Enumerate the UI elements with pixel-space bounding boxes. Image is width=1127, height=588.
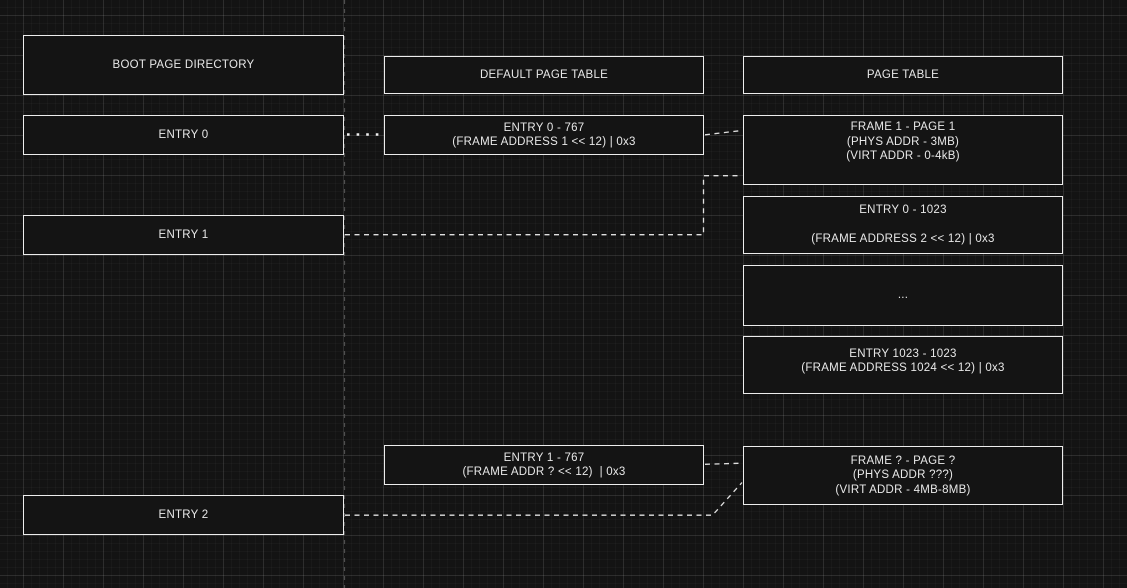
node-label: (FRAME ADDRESS 1 << 12) | 0x3 [452,136,636,148]
node-label: (VIRT ADDR - 0-4kB) [846,150,960,163]
node-directory-entry-2[interactable]: ENTRY 2 [23,495,344,535]
node-label: ENTRY 1023 - 1023 [849,347,957,360]
node-default-pt-entry-1-767[interactable]: ENTRY 1 - 767 (FRAME ADDR ? << 12) | 0x3 [384,445,704,485]
node-label: (VIRT ADDR - 4MB-8MB) [835,483,971,496]
node-directory-entry-1[interactable]: ENTRY 1 [23,215,344,255]
node-label: ENTRY 1 [158,228,209,241]
node-label: (FRAME ADDRESS 1024 << 12) | 0x3 [801,362,1005,374]
node-label: ENTRY 0 - 1023 [859,204,947,217]
node-label: ENTRY 0 - 767 [503,121,585,134]
node-label: (PHYS ADDR - 3MB) [846,135,960,148]
node-label: ENTRY 0 [158,128,209,141]
node-label: DEFAULT PAGE TABLE [479,68,609,81]
node-label: (FRAME ADDR ? << 12) | 0x3 [462,466,626,478]
node-page-table[interactable]: PAGE TABLE [743,56,1063,94]
node-pt-entry-0-1023[interactable]: ENTRY 0 - 1023 (FRAME ADDRESS 2 << 12) |… [743,196,1063,254]
node-label: FRAME 1 - PAGE 1 [850,121,956,134]
node-label: PAGE TABLE [866,68,940,81]
node-label: BOOT PAGE DIRECTORY [112,58,255,71]
node-label: FRAME ? - PAGE ? [850,454,956,467]
node-boot-page-directory[interactable]: BOOT PAGE DIRECTORY [23,35,344,95]
node-default-page-table[interactable]: DEFAULT PAGE TABLE [384,56,704,94]
node-default-pt-entry-0-767[interactable]: ENTRY 0 - 767 (FRAME ADDRESS 1 << 12) | … [384,115,704,155]
node-frame-1-page-1[interactable]: FRAME 1 - PAGE 1 (PHYS ADDR - 3MB) (VIRT… [743,115,1063,185]
node-label: ENTRY 2 [158,508,209,521]
node-frame-q-page-q[interactable]: FRAME ? - PAGE ? (PHYS ADDR ???) (VIRT A… [743,446,1063,505]
node-label: (FRAME ADDRESS 2 << 12) | 0x3 [811,233,995,246]
node-pt-ellipsis[interactable]: ... [743,265,1063,326]
node-label: (PHYS ADDR ???) [852,469,954,482]
node-label: ... [897,289,909,302]
node-directory-entry-0[interactable]: ENTRY 0 [23,115,344,155]
node-pt-entry-1023-1023[interactable]: ENTRY 1023 - 1023 (FRAME ADDRESS 1024 <<… [743,336,1063,394]
node-label: ENTRY 1 - 767 [503,451,585,464]
